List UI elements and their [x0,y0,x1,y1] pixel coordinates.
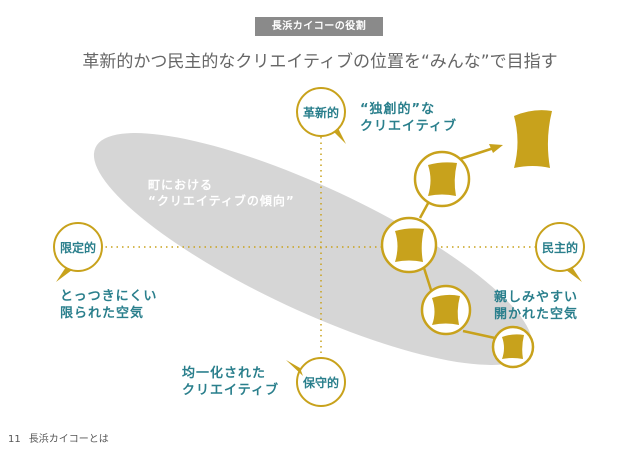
annotation-top-right: “独創的”な クリエイティブ [360,102,457,134]
annotation-right-bottom: 親しみやすい 開かれた空気 [494,290,579,322]
goal-flag-icon [514,110,552,168]
growth-step-4 [413,150,471,208]
axis-label-left: 限定的 [59,241,96,255]
axis-label-right: 民主的 [541,241,578,255]
page-headline: 革新的かつ民主的なクリエイティブの位置を“みんな”で目指す [82,52,558,72]
axis-bubble-bottom [286,357,346,407]
axis-bubble-left [53,222,103,282]
axis-label-top: 革新的 [302,106,339,120]
footer-title: 長浜カイコーとは [28,434,109,445]
annotation-bottom: 均一化された クリエイティブ [182,366,279,398]
arrow-head-icon [489,144,503,153]
axis-bubble-right [535,222,585,282]
growth-step-3 [380,216,438,274]
growth-step-1 [491,325,535,369]
page-number: 11 [8,434,21,445]
section-badge: 長浜カイコーの役割 [255,17,383,36]
footer: 11 長浜カイコーとは [8,430,109,445]
annotation-left-bottom: とっつきにくい 限られた空気 [60,289,158,321]
axis-bubble-top [296,87,346,144]
growth-step-2 [420,284,472,336]
axis-label-bottom: 保守的 [302,376,339,390]
ellipse-label: 町における “クリエイティブの傾向” [148,178,295,208]
